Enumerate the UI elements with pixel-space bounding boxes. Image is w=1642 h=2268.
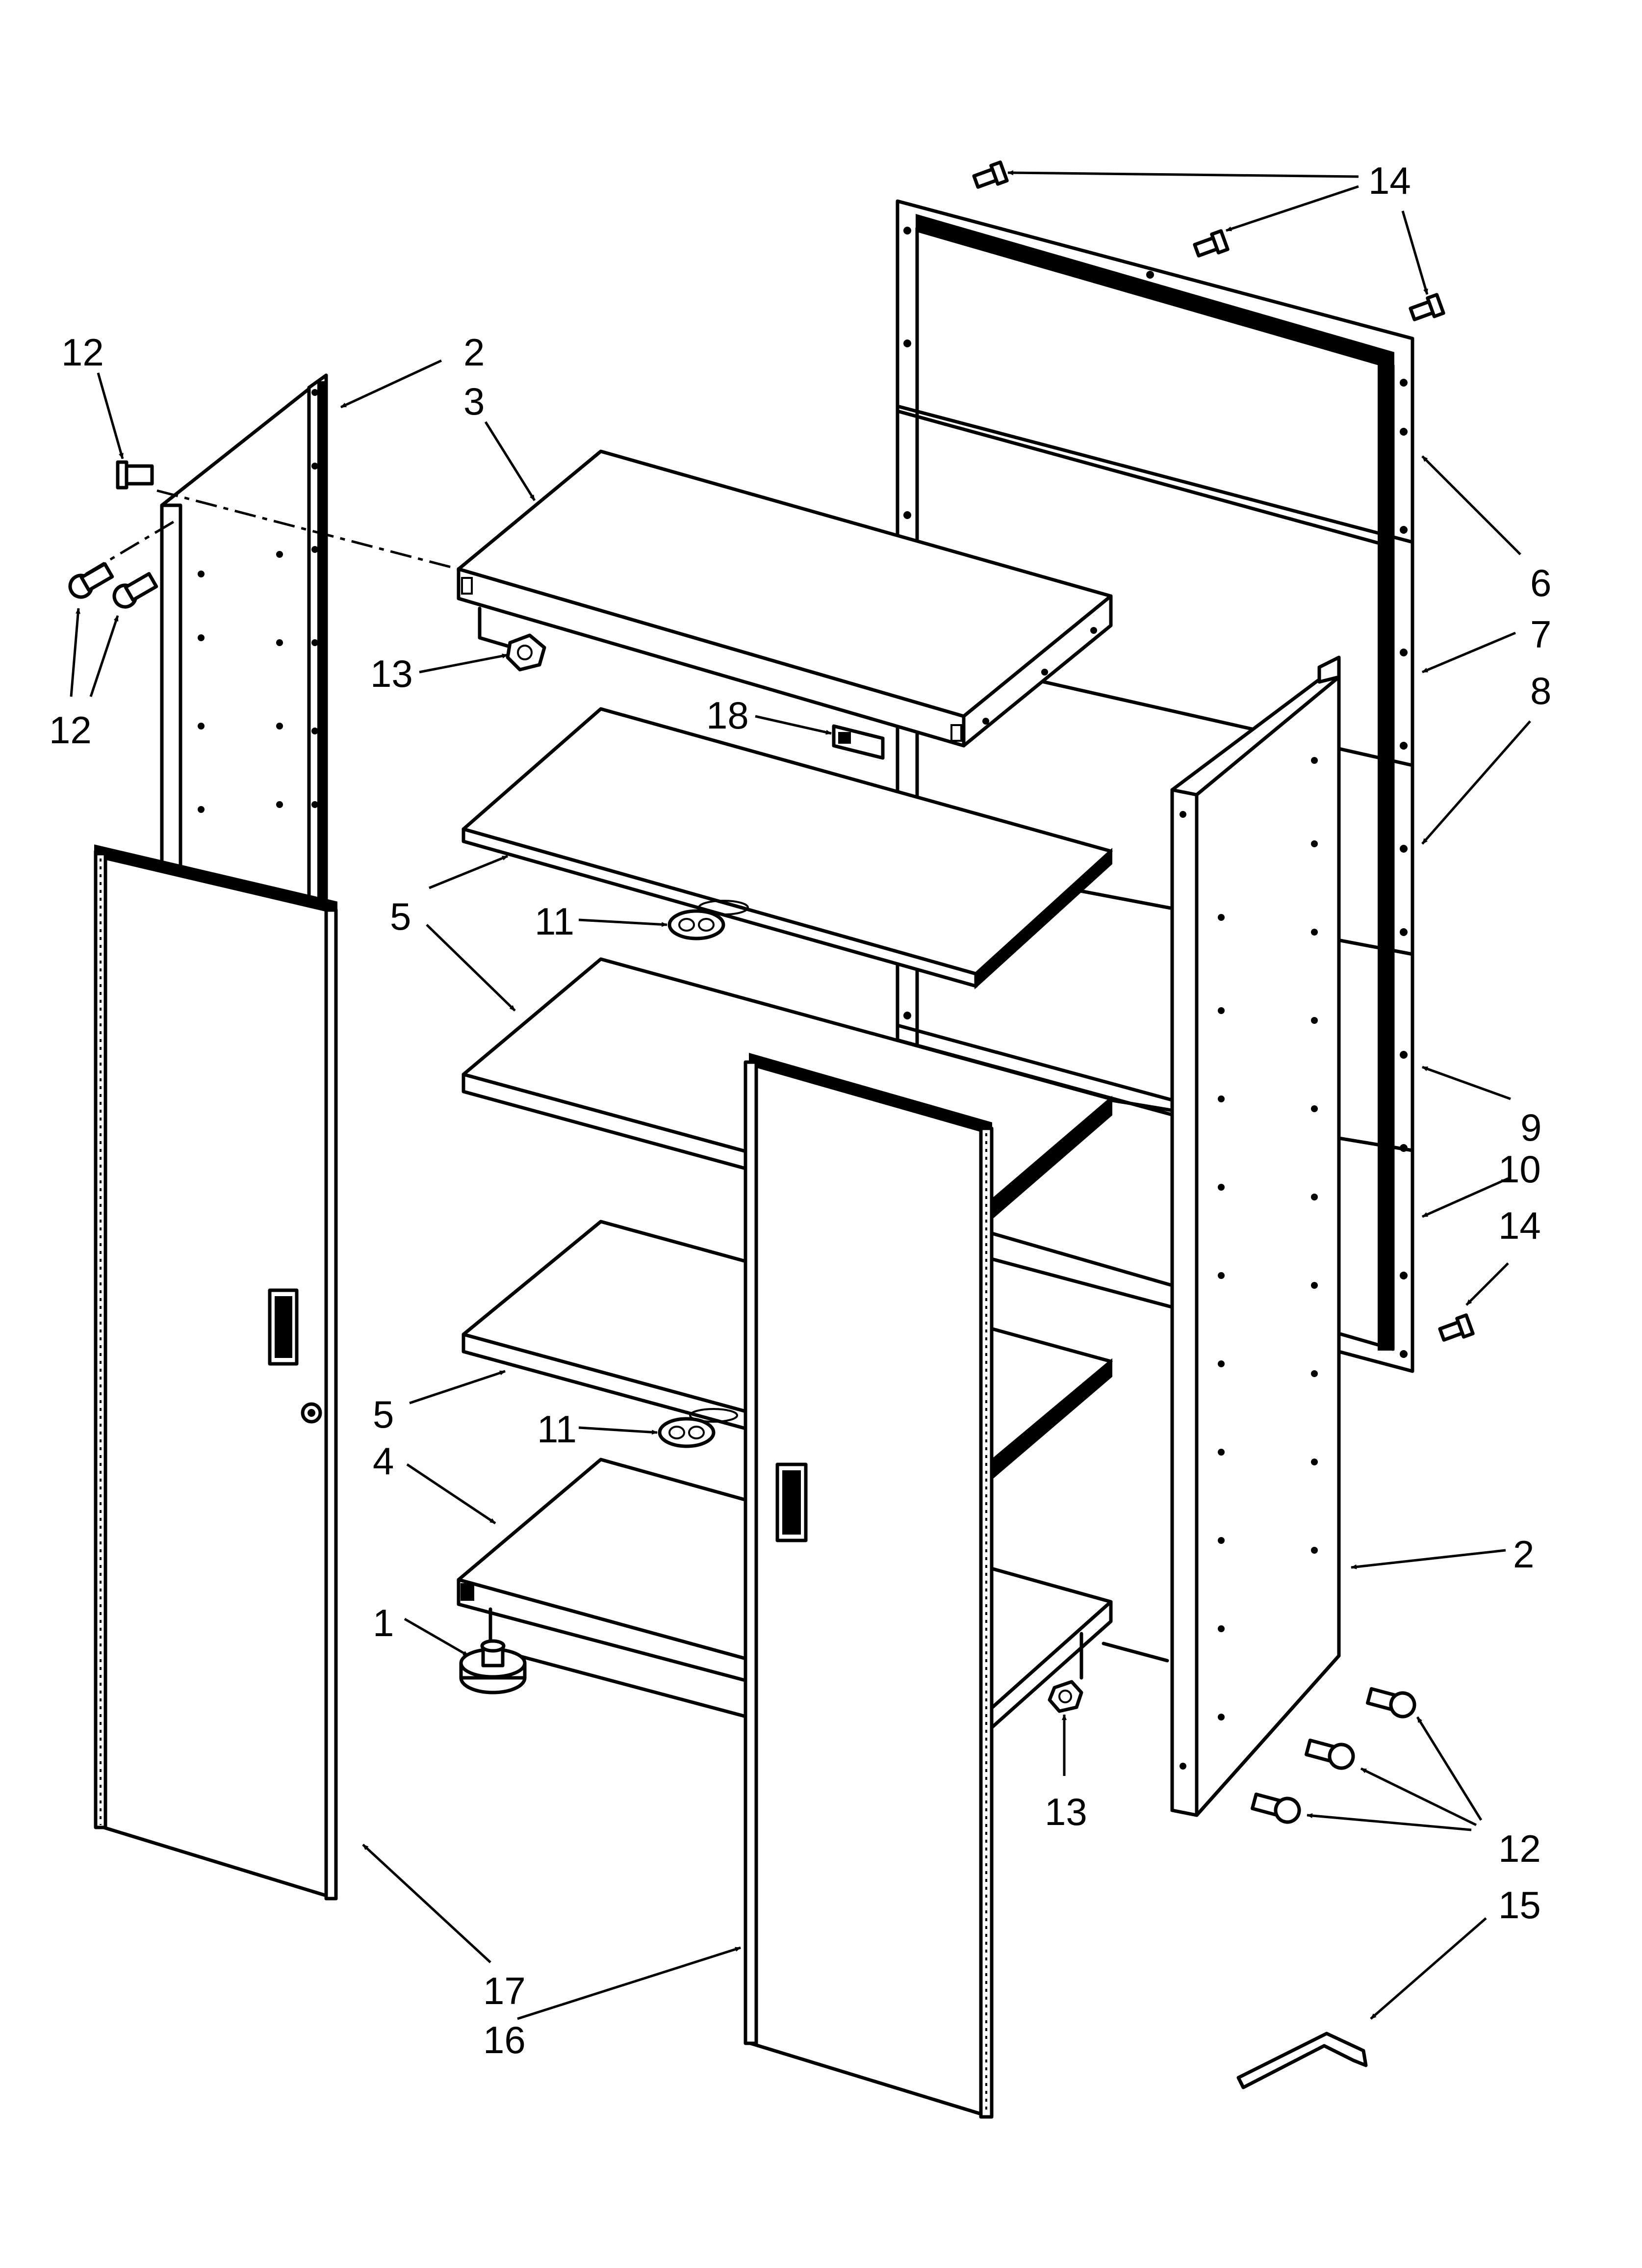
screw-12b-icon xyxy=(68,562,114,599)
assembly-line-12a xyxy=(156,489,459,571)
right-side-panel-holes xyxy=(1180,757,1318,1770)
shelf-2-side xyxy=(975,848,1112,990)
back-panel-right-edge xyxy=(1378,357,1394,1351)
callout-10: 10 xyxy=(1498,1147,1541,1191)
right-side-panel-front-edge xyxy=(1170,788,1199,1817)
back-panel-separator-8 xyxy=(999,670,1414,767)
top-shelf-slot-left xyxy=(461,577,473,595)
callout-18: 18 xyxy=(706,694,749,737)
right-side-panel xyxy=(1170,655,1341,1817)
callout-3: 3 xyxy=(463,380,485,423)
callout-8: 8 xyxy=(1530,669,1551,712)
label-18-icon xyxy=(832,724,885,760)
left-door-handle-recess xyxy=(275,1296,292,1358)
left-door-right-edge xyxy=(324,908,338,1901)
screw-14a-icon xyxy=(972,160,1009,189)
callout-15: 15 xyxy=(1498,1883,1541,1927)
screw-14b-icon xyxy=(1193,229,1230,258)
left-side-panel-face xyxy=(160,373,328,905)
callout-12-left: 12 xyxy=(49,708,92,752)
right-door xyxy=(744,1053,994,2119)
left-side-panel-edge xyxy=(317,381,327,902)
callout-2-top: 2 xyxy=(463,331,485,374)
callout-2-bottom: 2 xyxy=(1513,1533,1534,1576)
callout-13-bottom: 13 xyxy=(1045,1790,1087,1833)
back-panel-holes xyxy=(903,227,1408,1358)
grommet-11a-icon xyxy=(667,909,725,940)
hex-key-15-icon xyxy=(1236,2032,1368,2089)
callout-5-top: 5 xyxy=(390,895,411,938)
assembly-line-12b xyxy=(85,519,178,575)
screw-14d-icon xyxy=(1438,1313,1475,1342)
callout-14-bottom: 14 xyxy=(1498,1204,1541,1247)
callout-7: 7 xyxy=(1530,613,1551,656)
nut-13a-icon xyxy=(506,633,546,672)
callout-4: 4 xyxy=(373,1439,394,1483)
left-door xyxy=(94,844,338,1901)
left-side-panel-front-edge xyxy=(160,503,182,880)
screw-12f-icon xyxy=(1251,1792,1301,1824)
callout-labels: 14 12 2 3 6 7 8 13 12 18 5 11 9 10 14 5 … xyxy=(49,159,1551,2061)
grommet-11b-icon xyxy=(658,1417,716,1448)
callout-11-top: 11 xyxy=(535,900,574,943)
callout-5-bottom: 5 xyxy=(373,1393,394,1436)
bottom-shelf-slot xyxy=(461,1583,474,1601)
right-door-handle-recess xyxy=(782,1470,801,1535)
back-panel-separator-7b xyxy=(896,409,1395,549)
top-shelf xyxy=(457,449,1113,748)
top-shelf-slot-right xyxy=(950,724,962,742)
callout-17: 17 xyxy=(483,1969,526,2012)
back-rail xyxy=(896,1023,1179,1103)
callout-12-top-left: 12 xyxy=(61,331,104,374)
left-door-hinge-edge xyxy=(94,852,107,1829)
leader-lines xyxy=(70,170,1531,2020)
screw-12e-icon xyxy=(1305,1738,1355,1770)
screw-12c-icon xyxy=(112,572,158,609)
shelf-2 xyxy=(462,707,1113,990)
bottom-shelf-rail xyxy=(1102,1642,1169,1663)
shelf-4-handle-slot xyxy=(689,1408,738,1423)
callout-1: 1 xyxy=(373,1601,394,1644)
right-door-left-edge xyxy=(744,1060,758,2045)
callout-12-right: 12 xyxy=(1498,1827,1541,1870)
screw-12a-icon xyxy=(116,460,154,490)
top-shelf-side xyxy=(962,594,1113,748)
right-door-face xyxy=(748,1060,993,2119)
callout-11-bottom: 11 xyxy=(537,1408,577,1451)
left-side-panel-holes xyxy=(198,389,318,813)
left-side-panel xyxy=(160,373,328,905)
right-side-panel-main xyxy=(1195,675,1341,1817)
nut-13b-icon xyxy=(1048,1680,1083,1713)
screw-14c-icon xyxy=(1409,293,1445,321)
back-panel-separator-7 xyxy=(896,404,1414,544)
leveling-foot-1-icon xyxy=(459,1639,527,1694)
callout-16: 16 xyxy=(483,2018,526,2061)
right-side-panel-tab xyxy=(1317,655,1341,684)
callout-14-top: 14 xyxy=(1368,159,1411,202)
shelf-2-handle-slot xyxy=(698,900,749,915)
callout-6: 6 xyxy=(1530,561,1551,604)
callout-9: 9 xyxy=(1520,1106,1541,1149)
screw-12d-icon xyxy=(1366,1687,1416,1719)
left-door-face xyxy=(94,849,338,1901)
callout-13-top: 13 xyxy=(370,652,413,695)
